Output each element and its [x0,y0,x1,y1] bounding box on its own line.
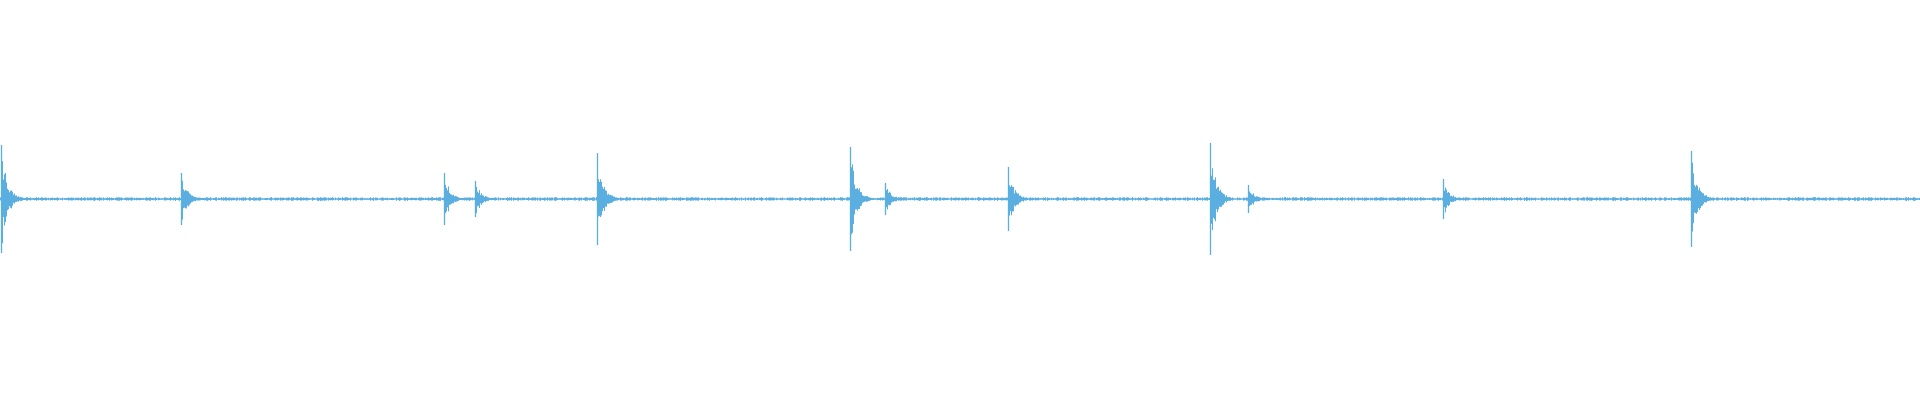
waveform-trace [0,143,1920,255]
waveform-samples [0,159,1920,244]
